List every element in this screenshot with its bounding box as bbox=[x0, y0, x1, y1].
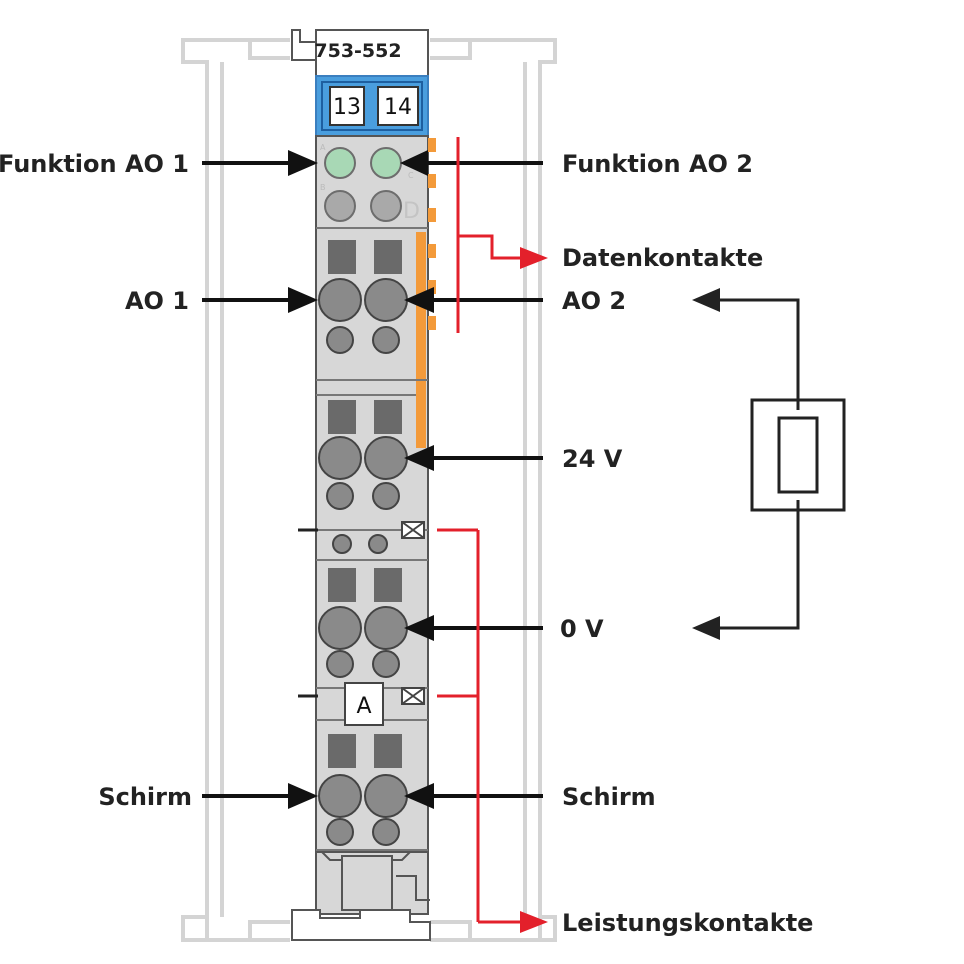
led-label-b: B bbox=[320, 183, 326, 192]
clamp-24v-right bbox=[364, 436, 408, 480]
bottom-latch bbox=[291, 851, 431, 941]
label-24v: 24 V bbox=[562, 445, 623, 473]
test-point bbox=[372, 650, 400, 678]
release-slot bbox=[328, 240, 356, 274]
led-panel: A C B D bbox=[320, 143, 420, 224]
clamp-schirm-right bbox=[364, 774, 408, 818]
led-b-grey bbox=[324, 190, 356, 222]
terminal-block-3 bbox=[318, 568, 408, 678]
led-label-d: D bbox=[403, 199, 420, 224]
callout-arrows bbox=[202, 150, 543, 809]
release-slot bbox=[328, 568, 356, 602]
label-funktion-ao2: Funktion AO 2 bbox=[562, 150, 753, 178]
load-circuit bbox=[692, 288, 846, 640]
power-contacts-bracket bbox=[437, 528, 548, 933]
label-leistungskontakte: Leistungskontakte bbox=[562, 909, 813, 937]
label-schirm-right: Schirm bbox=[562, 783, 656, 811]
led-label-c: C bbox=[408, 171, 414, 180]
release-slot bbox=[328, 734, 356, 768]
test-point bbox=[372, 818, 400, 846]
label-datenkontakte: Datenkontakte bbox=[562, 244, 763, 272]
label-0v: 0 V bbox=[560, 615, 604, 643]
label-funktion-ao1: Funktion AO 1 bbox=[0, 150, 189, 178]
data-contacts bbox=[416, 138, 436, 448]
label-ao1: AO 1 bbox=[125, 287, 189, 315]
clamp-0v-left bbox=[318, 606, 362, 650]
marker-14-label: 14 bbox=[384, 95, 412, 120]
data-contacts-bracket bbox=[456, 137, 548, 333]
release-slot bbox=[374, 568, 402, 602]
test-point bbox=[326, 650, 354, 678]
release-slot bbox=[374, 240, 402, 274]
test-point bbox=[326, 818, 354, 846]
model-header bbox=[315, 29, 429, 79]
terminal-block-2 bbox=[318, 400, 408, 510]
led-c-green bbox=[370, 147, 402, 179]
marker-13-label: 13 bbox=[333, 95, 361, 120]
label-schirm-left: Schirm bbox=[98, 783, 192, 811]
led-a-green bbox=[324, 147, 356, 179]
marker-13 bbox=[329, 86, 365, 126]
resistor-symbol bbox=[777, 416, 819, 494]
labels: Funktion AO 1 Funktion AO 2 Datenkontakt… bbox=[0, 150, 813, 937]
clamp-ao1 bbox=[318, 278, 362, 322]
led-label-a: A bbox=[320, 143, 326, 152]
clamp-24v-left bbox=[318, 436, 362, 480]
power-jumper-1 bbox=[298, 521, 425, 554]
group-marker-label: A bbox=[356, 694, 371, 719]
terminal-block-1 bbox=[318, 240, 408, 354]
test-point bbox=[326, 326, 354, 354]
clamp-0v-right bbox=[364, 606, 408, 650]
arrow-left-icon bbox=[692, 616, 720, 640]
arrow-left-icon bbox=[692, 288, 720, 312]
clamp-ao2 bbox=[364, 278, 408, 322]
model-number: 753-552 bbox=[314, 40, 401, 62]
release-slot bbox=[374, 734, 402, 768]
test-point bbox=[372, 482, 400, 510]
marker-frame bbox=[321, 81, 423, 131]
release-slot bbox=[328, 400, 356, 434]
label-ao2: AO 2 bbox=[562, 287, 626, 315]
power-jumper-2: A bbox=[298, 682, 425, 726]
marker-14 bbox=[377, 86, 419, 126]
release-slot bbox=[374, 400, 402, 434]
neighbor-module-outline bbox=[181, 38, 557, 942]
clamp-schirm-left bbox=[318, 774, 362, 818]
terminal-module: 753-552 13 14 A C B D bbox=[291, 29, 436, 941]
led-d-grey bbox=[370, 190, 402, 222]
group-marker bbox=[344, 682, 384, 726]
terminal-block-4 bbox=[318, 734, 408, 846]
test-point bbox=[326, 482, 354, 510]
test-point bbox=[372, 326, 400, 354]
